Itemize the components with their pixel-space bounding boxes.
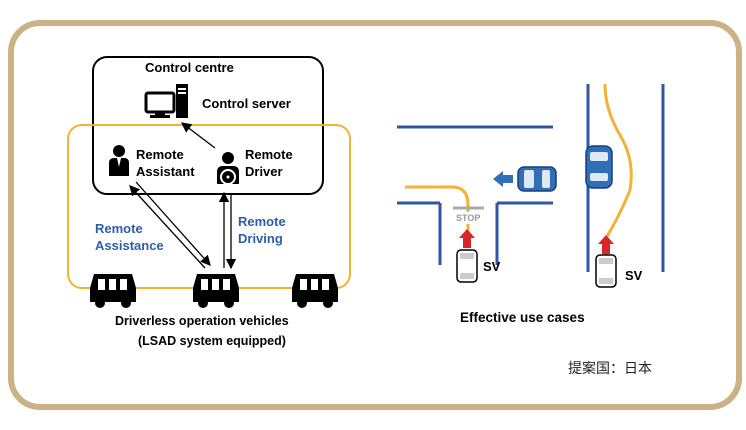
stop-sign-label: STOP	[456, 213, 481, 223]
control-centre-title: Control centre	[145, 60, 234, 75]
outer-frame	[8, 20, 742, 410]
driver-server-arrow	[180, 122, 216, 149]
car-icon	[585, 145, 613, 189]
vehicle-icon	[292, 274, 338, 308]
car-icon	[517, 166, 557, 192]
arrow-red-up	[459, 229, 475, 248]
remote-assistance-label: Remote Assistance	[95, 221, 164, 253]
sv-vehicle-icon	[456, 249, 478, 283]
vehicles-caption-line2: (LSAD system equipped)	[138, 334, 286, 348]
vehicle-icon	[90, 274, 136, 308]
computer-icon	[144, 84, 188, 118]
sv-label: SV	[483, 259, 501, 274]
use-cases-caption: Effective use cases	[460, 310, 585, 325]
proposer-label: 提案国：日本	[568, 360, 652, 376]
vehicle-icon	[193, 274, 239, 308]
assistance-arrow-down	[135, 181, 211, 266]
vehicles-caption-line1: Driverless operation vehicles	[115, 314, 289, 328]
intersection-scene	[397, 125, 553, 265]
driver-icon	[217, 152, 239, 185]
remote-driving-label: Remote Driving	[238, 214, 286, 246]
remote-assistant-label: Remote Assistant	[136, 147, 195, 179]
person-icon	[109, 145, 129, 176]
arrow-red-up	[598, 235, 614, 254]
control-server-label: Control server	[202, 96, 291, 111]
sv-vehicle-icon	[595, 254, 617, 288]
remote-driver-label: Remote Driver	[245, 147, 293, 179]
arrow-blue-left	[493, 171, 513, 187]
assistance-arrow-up	[129, 185, 206, 269]
stop-sign	[455, 212, 483, 224]
sv-label: SV	[625, 268, 643, 283]
